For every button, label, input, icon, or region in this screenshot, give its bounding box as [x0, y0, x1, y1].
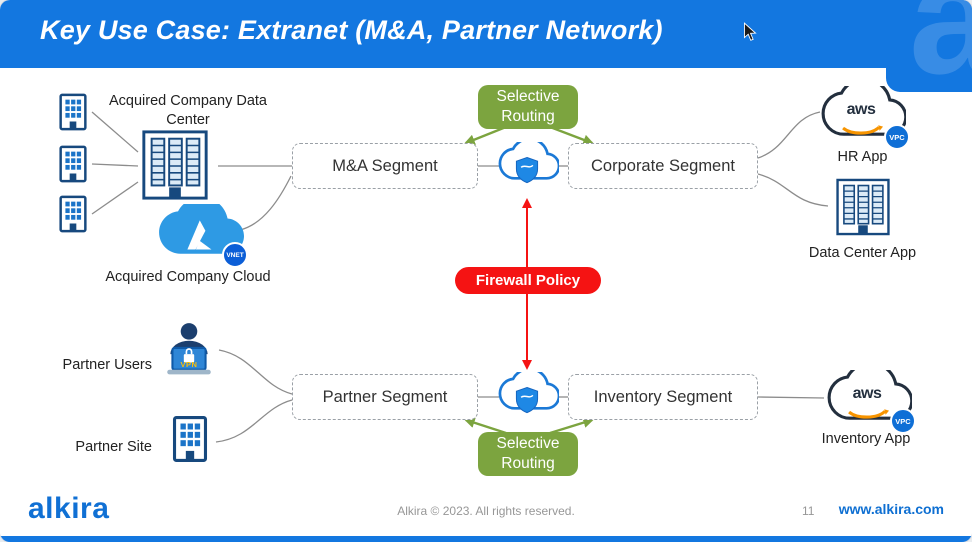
data-center-app-icon [828, 176, 898, 238]
building-icon [54, 92, 92, 132]
firewall-policy-tag: Firewall Policy [455, 267, 601, 294]
building-icon [54, 194, 92, 234]
page-title: Key Use Case: Extranet (M&A, Partner Net… [40, 15, 663, 45]
alkira-cxp-cloud-icon-bottom [495, 372, 559, 420]
corner-logo-glyph: a [909, 0, 972, 92]
segment-partner: Partner Segment [292, 374, 478, 420]
alkira-cxp-cloud-icon-top [495, 142, 559, 190]
data-center-app-label: Data Center App [808, 245, 917, 261]
segment-inventory: Inventory Segment [568, 374, 758, 420]
inventory-app-label: Inventory App [821, 431, 911, 447]
aws-logo-text: aws [846, 101, 876, 118]
partner-users-icon: VPN [160, 320, 218, 378]
vpc-badge: VPC [884, 124, 910, 150]
corner-logo-accent: a [886, 0, 972, 92]
page-number: 11 [802, 504, 815, 518]
segment-corporate: Corporate Segment [568, 143, 758, 189]
acquired-cloud-label: Acquired Company Cloud [105, 269, 271, 285]
bottom-accent-bar [0, 536, 972, 542]
aws-cloud-icon-inventory: aws VPC [822, 370, 916, 434]
copyright-text: Alkira © 2023. All rights reserved. [397, 504, 575, 518]
partner-site-icon [166, 414, 214, 464]
vnet-badge: VNET [222, 242, 248, 268]
footer: alkira Alkira © 2023. All rights reserve… [0, 488, 972, 536]
selective-routing-tag-top: Selective Routing [478, 85, 578, 129]
partner-users-label: Partner Users [62, 357, 152, 373]
alkira-logo: alkira [28, 492, 110, 525]
aws-logo-text: aws [852, 385, 882, 402]
partner-site-label: Partner Site [75, 439, 152, 455]
vpc-badge: VPC [890, 408, 916, 434]
hr-app-label: HR App [837, 149, 888, 165]
acquired-dc-label: Acquired Company Data Center [109, 93, 267, 129]
azure-cloud-icon: VNET [152, 204, 248, 268]
aws-cloud-icon-hr: aws VPC [816, 86, 910, 150]
website-link[interactable]: www.alkira.com [838, 501, 944, 517]
mouse-cursor-icon [744, 22, 757, 41]
header-bar: Key Use Case: Extranet (M&A, Partner Net… [0, 0, 972, 68]
building-icon [54, 144, 92, 184]
segment-mna: M&A Segment [292, 143, 478, 189]
selective-routing-tag-bottom: Selective Routing [478, 432, 578, 476]
data-center-icon [132, 128, 218, 202]
vpn-badge: VPN [180, 360, 198, 369]
